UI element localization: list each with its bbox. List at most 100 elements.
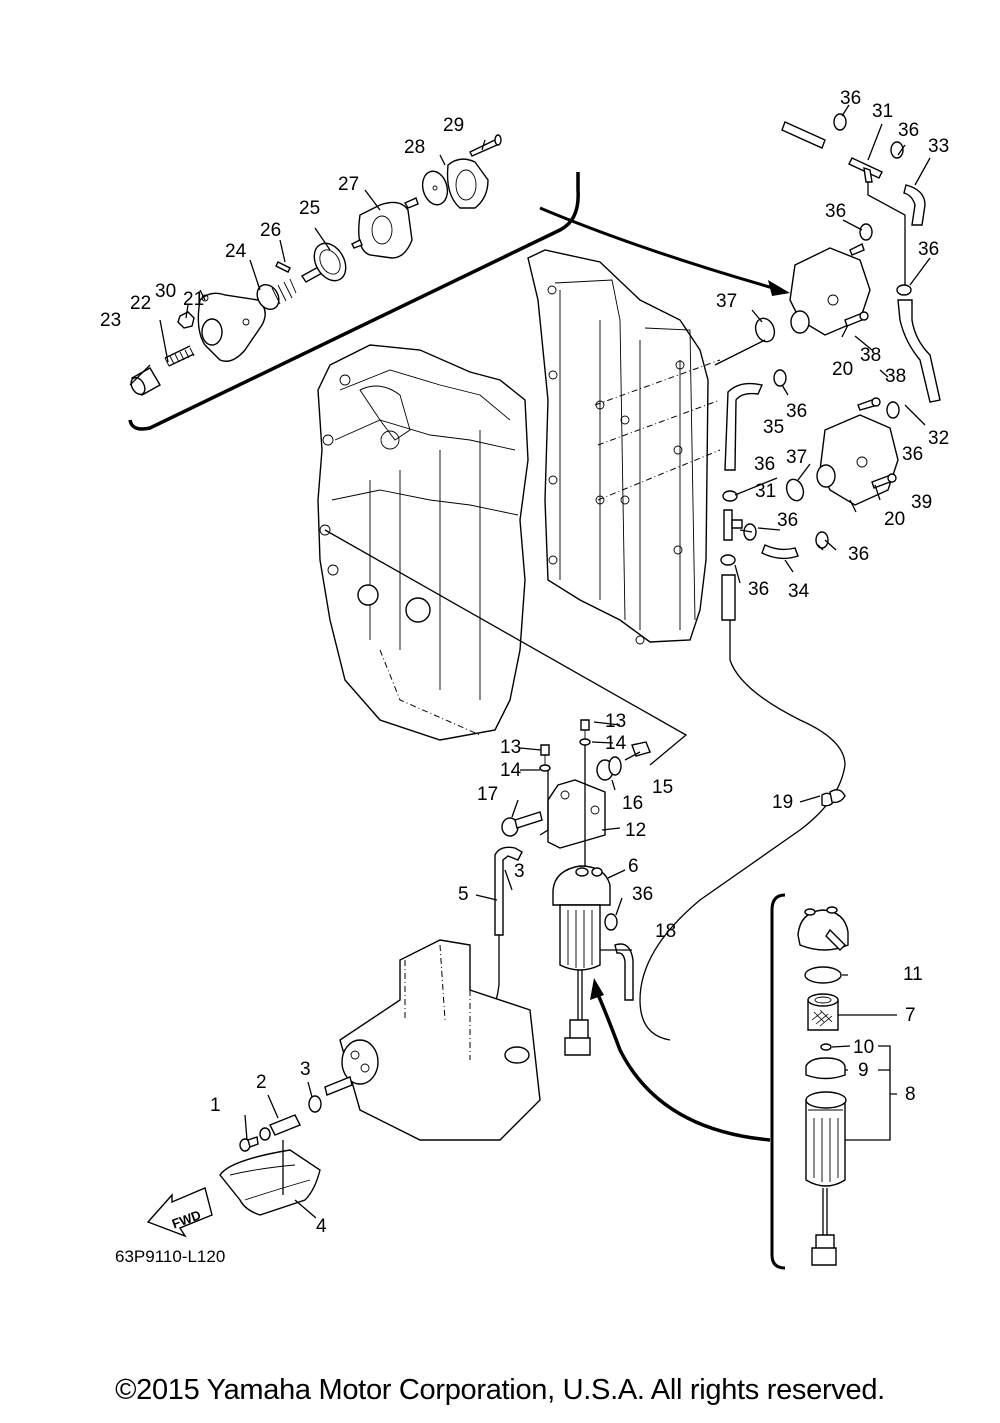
part-24-spring — [256, 278, 297, 311]
callout-13: 13 — [500, 737, 521, 758]
part-12-bracket — [547, 779, 606, 849]
inset-filter-head — [797, 906, 849, 951]
callout-3: 3 — [514, 861, 525, 882]
callout-20: 20 — [832, 359, 853, 380]
lower-mount — [324, 939, 541, 1141]
callout-31: 31 — [872, 101, 893, 122]
callout-27: 27 — [338, 174, 359, 195]
callout-20: 20 — [884, 509, 905, 530]
leader-tee-down — [867, 182, 906, 292]
callout-32: 32 — [928, 428, 949, 449]
leader-block-to-bracket — [324, 529, 688, 766]
part-38-bolt-upper — [844, 311, 869, 327]
part-19-clip — [821, 789, 846, 807]
detail-bracket-upper — [128, 172, 580, 431]
callout-8: 8 — [905, 1084, 916, 1105]
callout-13: 13 — [605, 711, 626, 732]
callout-18: 18 — [655, 921, 676, 942]
callout-26: 26 — [260, 220, 281, 241]
callout-38: 38 — [885, 366, 906, 387]
callout-21: 21 — [183, 289, 204, 310]
clamps-36 — [604, 113, 912, 931]
callout-36: 36 — [786, 401, 807, 422]
cylinder-cover — [527, 249, 721, 645]
arrowhead-upper — [768, 280, 790, 296]
callout-9: 9 — [858, 1060, 869, 1081]
callout-36: 36 — [754, 454, 775, 475]
fwd-arrow-icon: FWD — [146, 1187, 213, 1238]
part-29-screw — [469, 134, 502, 157]
callout-36: 36 — [902, 444, 923, 465]
callout-25: 25 — [299, 198, 320, 219]
part-31-tee-lower — [723, 509, 743, 541]
callout-37: 37 — [716, 291, 737, 312]
detail-arrow-upper — [539, 206, 781, 292]
callout-2: 2 — [256, 1072, 267, 1093]
callout-34: 34 — [788, 581, 810, 602]
part-37-oring-upper — [754, 317, 776, 343]
part-9-float — [805, 1057, 846, 1080]
part-10-clip — [820, 1043, 832, 1051]
callout-14: 14 — [605, 733, 627, 754]
part-30-nut — [177, 311, 195, 329]
leader-bolts — [539, 745, 586, 880]
callout-36: 36 — [748, 579, 769, 600]
part-3-clamp-lower — [308, 1095, 322, 1113]
part-31-tee-upper — [848, 157, 883, 183]
part-26-pin — [275, 261, 291, 273]
callout-35: 35 — [763, 417, 784, 438]
callout-24: 24 — [225, 241, 247, 262]
part-5-hose — [494, 846, 523, 936]
part-38-bolt-lower — [857, 397, 881, 411]
callout-36: 36 — [632, 884, 653, 905]
callout-19: 19 — [772, 792, 793, 813]
callout-29: 29 — [443, 115, 464, 136]
inset-bracket — [770, 893, 786, 1270]
part-7-element — [807, 993, 839, 1031]
callout-30: 30 — [155, 281, 176, 302]
part-17-bolt — [501, 811, 543, 837]
callout-36: 36 — [777, 510, 798, 531]
part-16-grommet — [596, 756, 622, 781]
arrowhead-lower — [590, 978, 604, 1000]
part-34-hose — [761, 544, 799, 560]
copyright-notice: ©2015 Yamaha Motor Corporation, U.S.A. A… — [115, 1374, 885, 1406]
part-20-fuel-pump-lower — [816, 414, 899, 506]
part-15-collar — [631, 741, 651, 757]
callout-31: 31 — [755, 481, 776, 502]
callout-33: 33 — [928, 136, 949, 157]
callout-14: 14 — [500, 760, 522, 781]
part-27-pump-body — [351, 197, 419, 259]
callout-28: 28 — [404, 137, 425, 158]
callout-36: 36 — [848, 544, 869, 565]
callout-1: 1 — [210, 1095, 221, 1116]
callout-labels: 1 2 3 3 4 5 6 7 8 9 10 11 12 13 13 14 14… — [100, 88, 949, 1237]
part-diaphragm-plate — [421, 170, 449, 206]
engine-block — [317, 344, 529, 741]
part-1-bolt — [239, 1136, 259, 1152]
part-22-spring — [164, 345, 195, 367]
callout-11: 11 — [903, 964, 923, 985]
callout-6: 6 — [628, 856, 639, 877]
callout-4: 4 — [316, 1216, 327, 1237]
parts-diagram: FWD 1 2 3 3 4 — [100, 88, 949, 1270]
callout-37: 37 — [786, 447, 807, 468]
callout-36: 36 — [918, 239, 939, 260]
callout-36: 36 — [825, 201, 846, 222]
part-25-diaphragm — [300, 242, 347, 283]
callout-5: 5 — [458, 884, 469, 905]
part-13-bolts — [540, 719, 590, 765]
hose-inlet — [781, 121, 826, 149]
part-28-cover-plate — [446, 158, 489, 209]
callout-3: 3 — [300, 1059, 311, 1080]
part-33-hose — [903, 184, 926, 226]
part-35-hose — [724, 382, 763, 471]
callout-7: 7 — [905, 1005, 916, 1026]
callout-22: 22 — [130, 293, 151, 314]
drawing-code: 63P9110-L120 — [115, 1247, 225, 1266]
detail-arrow-lower — [594, 989, 771, 1142]
part-37-oring-lower — [785, 478, 805, 502]
part-39-bolt — [871, 473, 897, 489]
callout-38: 38 — [860, 345, 881, 366]
part-18-hose — [614, 943, 634, 1001]
